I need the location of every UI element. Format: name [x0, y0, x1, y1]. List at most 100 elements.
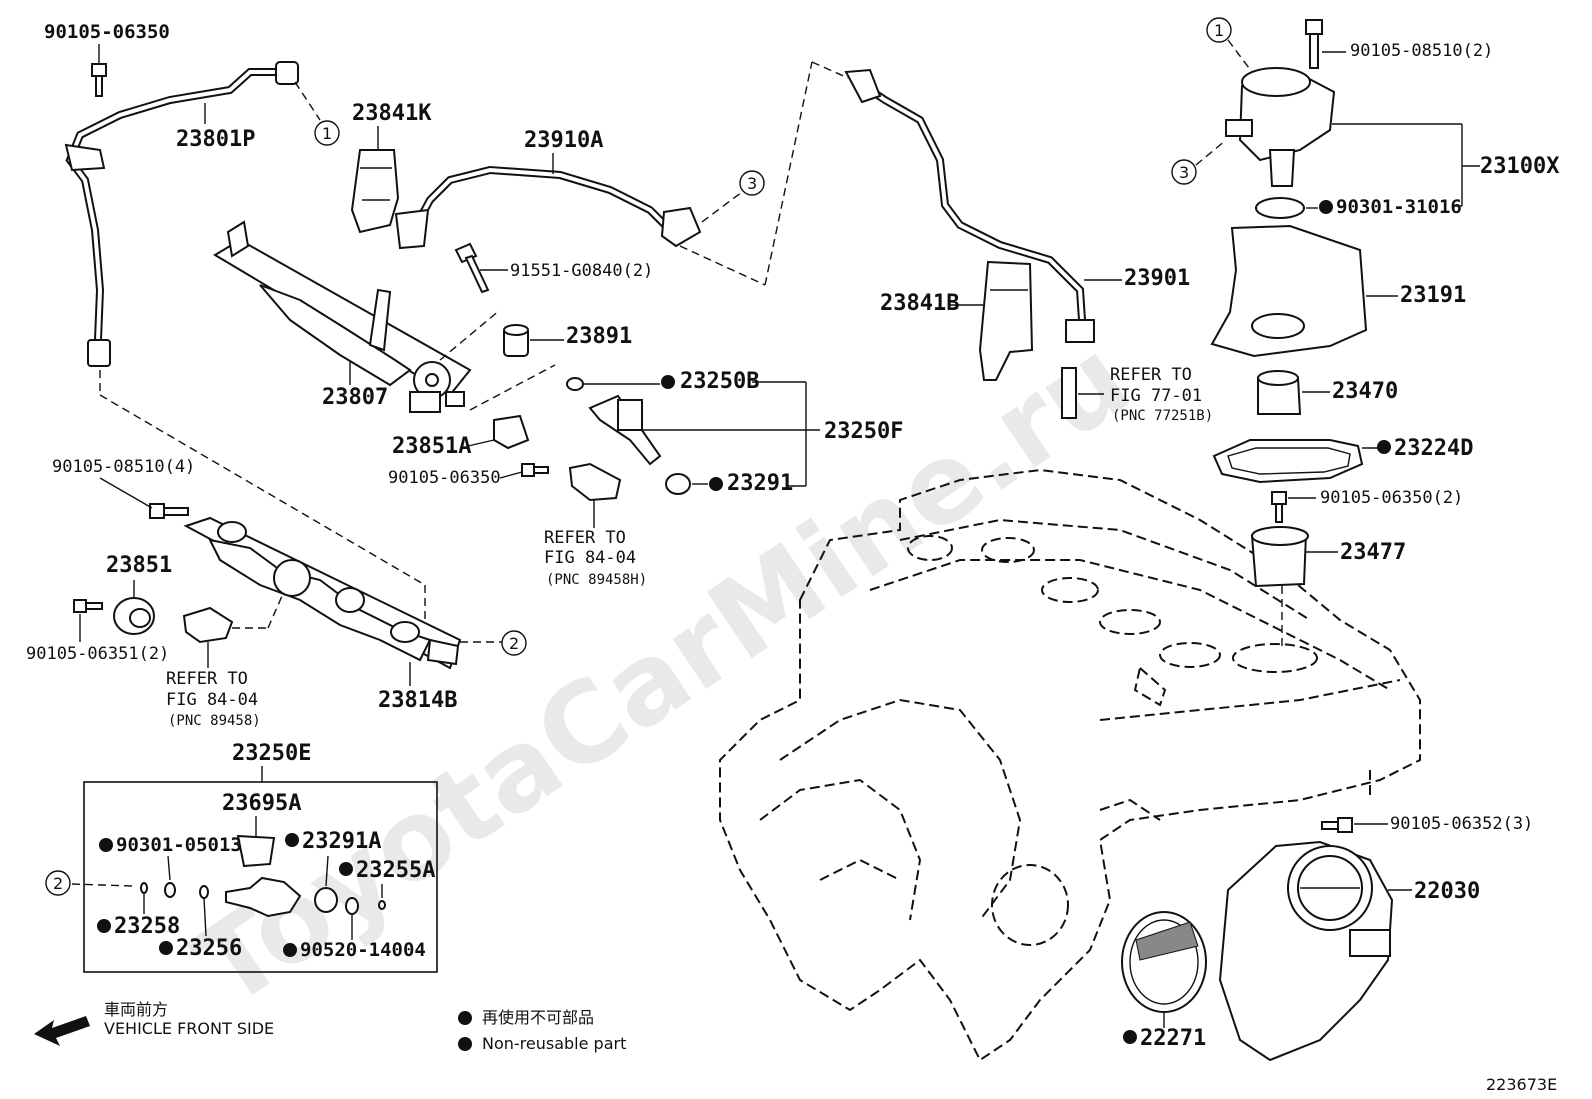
non-reusable-label-en: Non-reusable part — [482, 1034, 626, 1053]
part-label-23477: 23477 — [1340, 540, 1406, 565]
pump-bracket-23191 — [1210, 224, 1368, 358]
non-reusable-dot — [285, 833, 299, 847]
svg-text:3: 3 — [1179, 163, 1189, 182]
callout-2-right: 2 — [501, 630, 527, 656]
part-label-23814B: 23814B — [378, 688, 457, 713]
refer-pnc-label: (PNC 89458H) — [546, 572, 647, 588]
throttle-body-22030 — [1218, 840, 1394, 1062]
bolt-90105-06352 — [1321, 817, 1353, 833]
non-reusable-dot — [1123, 1030, 1137, 1044]
knock-sensor-23851 — [113, 597, 155, 635]
sensor-89458 — [182, 606, 234, 644]
ring-23255A — [378, 900, 386, 910]
callout-2-left: 2 — [45, 870, 71, 896]
clip-23695A — [236, 834, 276, 868]
part-label-23910A: 23910A — [524, 128, 603, 153]
watermark: ToyotaCarMine.ru — [173, 314, 1151, 1032]
part-label-23250E: 23250E — [232, 741, 311, 766]
refer-to-label: REFER TO — [544, 528, 626, 548]
refer-pnc-label: (PNC 89458) — [168, 713, 261, 729]
part-label-23470: 23470 — [1332, 379, 1398, 404]
refer-fig-label: FIG 84-04 — [544, 548, 636, 568]
part-label-23250F: 23250F — [824, 419, 903, 444]
vehicle-front-arrow — [34, 1016, 90, 1046]
refer-to-label: REFER TO — [166, 669, 248, 689]
non-reusable-dot — [661, 375, 675, 389]
gasket-22271 — [1121, 911, 1207, 1013]
hose-77251B — [1061, 367, 1077, 419]
part-label-23901: 23901 — [1124, 266, 1190, 291]
part-label-23851A: 23851A — [392, 434, 471, 459]
fuel-pipe-23901 — [844, 68, 1095, 343]
bolt-90105-06350-top — [91, 63, 107, 97]
spacer-23891 — [503, 324, 529, 357]
gasket-23224D — [1212, 439, 1364, 484]
refer-pnc-label: (PNC 77251B) — [1112, 408, 1213, 424]
bolt-90105-08510 — [149, 503, 189, 519]
vehicle-front-label-jp: 車両前方 — [104, 1000, 168, 1019]
hose-connector-23841B — [978, 260, 1034, 381]
bolt-91551-G0840 — [454, 242, 490, 294]
part-label-23191: 23191 — [1400, 283, 1466, 308]
part-label-23801P: 23801P — [176, 127, 255, 152]
bolt-90105-06351 — [73, 599, 103, 613]
bolt-90105-08510-2 — [1305, 19, 1323, 69]
fuel-rail-23807 — [213, 220, 472, 413]
part-label-22030: 22030 — [1414, 879, 1480, 904]
refer-fig-label: FIG 77-01 — [1110, 386, 1202, 406]
sensor-89458H — [568, 462, 622, 502]
callout-1-right: 1 — [1206, 17, 1232, 43]
non-reusable-dot — [458, 1037, 472, 1051]
part-label-90105-08510-2: 90105-08510(2) — [1350, 41, 1493, 61]
callout-1-left: 1 — [314, 120, 340, 146]
part-label-23695A: 23695A — [222, 791, 301, 816]
part-label-23256: 23256 — [176, 936, 242, 961]
fuel-pump-23100X — [1225, 67, 1336, 187]
part-label-23841B: 23841B — [880, 291, 959, 316]
svg-text:2: 2 — [53, 874, 63, 893]
part-label-23100X: 23100X — [1480, 154, 1559, 179]
engine-block-outline — [719, 468, 1421, 1062]
diagram-id: 223673E — [1486, 1075, 1557, 1094]
part-label-90105-06350-2: 90105-06350(2) — [1320, 488, 1463, 508]
callout-3-left: 3 — [739, 170, 765, 196]
non-reusable-dot — [458, 1011, 472, 1025]
bracket-23851A — [493, 414, 530, 450]
svg-text:1: 1 — [322, 124, 332, 143]
non-reusable-dot — [1377, 440, 1391, 454]
non-reusable-dot — [709, 477, 723, 491]
o-ring-90301-05013 — [164, 882, 176, 898]
callout-3-right: 3 — [1171, 159, 1197, 185]
o-ring-90301-31016 — [1255, 197, 1305, 219]
part-label-23224D: 23224D — [1394, 436, 1473, 461]
bolt-90105-06350-mid — [521, 463, 549, 477]
refer-fig-label: FIG 84-04 — [166, 690, 258, 710]
non-reusable-dot — [283, 943, 297, 957]
part-label-23258: 23258 — [114, 914, 180, 939]
svg-text:2: 2 — [509, 634, 519, 653]
non-reusable-dot — [339, 862, 353, 876]
fuel-injector-23250F — [566, 377, 691, 495]
part-label-23291A: 23291A — [302, 829, 381, 854]
part-label-91551-G0840: 91551-G0840(2) — [510, 261, 653, 281]
part-label-23841K: 23841K — [352, 101, 432, 126]
part-label-90301-31016: 90301-31016 — [1336, 196, 1462, 218]
non-reusable-label-jp: 再使用不可部品 — [482, 1008, 594, 1027]
refer-to-label: REFER TO — [1110, 365, 1192, 385]
injector-kit-box — [83, 781, 438, 973]
seal-23291A — [314, 887, 338, 913]
non-reusable-dot — [159, 941, 173, 955]
part-label-90105-06351: 90105-06351(2) — [26, 644, 169, 664]
hose-connector-23841K — [350, 149, 400, 234]
bolt-90105-06350-right — [1271, 491, 1287, 523]
part-label-23250B: 23250B — [680, 369, 759, 394]
housing-23477 — [1250, 526, 1309, 588]
non-reusable-dot — [97, 919, 111, 933]
part-label-23807: 23807 — [322, 385, 388, 410]
part-label-22271: 22271 — [1140, 1026, 1206, 1051]
non-reusable-dot — [1319, 200, 1333, 214]
hose-23910A — [394, 165, 702, 250]
part-label-23891: 23891 — [566, 324, 632, 349]
fuel-pipe-23801P — [64, 61, 299, 367]
